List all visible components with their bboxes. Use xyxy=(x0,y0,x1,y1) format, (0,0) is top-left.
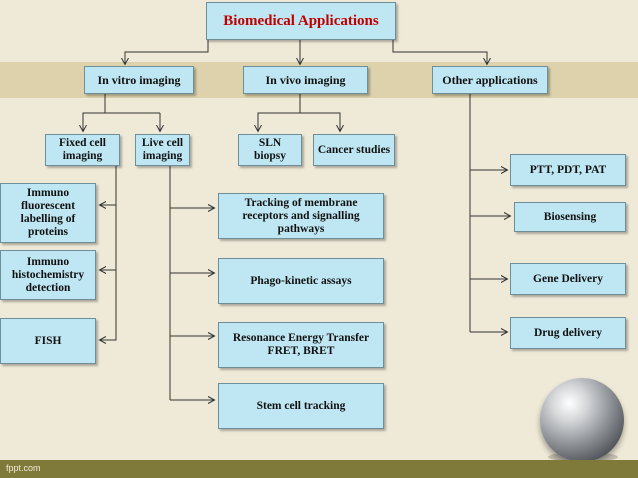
title-text: Biomedical Applications xyxy=(223,12,379,29)
phago-kinetic-box: Phago-kinetic assays xyxy=(218,258,384,304)
ptt-pdt-pat-box: PTT, PDT, PAT xyxy=(510,154,626,186)
fixed-cell-imaging-box: Fixed cell imaging xyxy=(45,134,120,166)
other-applications-box: Other applications xyxy=(432,66,548,94)
line-invivo-sub xyxy=(258,94,301,131)
in-vitro-imaging-box: In vitro imaging xyxy=(84,66,194,94)
cancer-studies-label: Cancer studies xyxy=(317,143,391,156)
biosensing-label: Biosensing xyxy=(543,210,597,223)
gene-delivery-box: Gene Delivery xyxy=(510,263,626,295)
immunohistochemistry-box: Immuno histochemistry detection xyxy=(0,250,96,300)
line-title-other xyxy=(392,38,487,64)
sln-biopsy-label: SLN biopsy xyxy=(254,137,286,162)
biosensing-box: Biosensing xyxy=(514,202,626,232)
phago-kinetic-label: Phago-kinetic assays xyxy=(250,274,352,287)
drug-delivery-label: Drug delivery xyxy=(533,326,603,339)
stem-cell-tracking-label: Stem cell tracking xyxy=(256,399,346,412)
live-cell-label: Live cell imaging xyxy=(141,137,184,162)
immunofluorescent-box: Immuno fluorescent labelling of proteins xyxy=(0,183,96,243)
line-invivo-cancer xyxy=(300,112,340,131)
resonance-energy-label: Resonance Energy Transfer FRET, BRET xyxy=(232,332,370,357)
footer-bar xyxy=(0,460,638,478)
immunofluorescent-label: Immuno fluorescent labelling of proteins xyxy=(20,187,76,238)
ptt-pdt-pat-label: PTT, PDT, PAT xyxy=(529,163,607,176)
line-fixed-vertical xyxy=(100,163,117,340)
fish-box: FISH xyxy=(0,318,96,364)
in-vitro-label: In vitro imaging xyxy=(97,72,181,87)
sln-biopsy-box: SLN biopsy xyxy=(238,134,302,166)
in-vivo-label: In vivo imaging xyxy=(265,72,346,87)
title-box: Biomedical Applications xyxy=(206,2,396,40)
cancer-studies-box: Cancer studies xyxy=(313,134,395,166)
fixed-cell-label: Fixed cell imaging xyxy=(59,137,106,162)
line-title-invitro xyxy=(125,38,209,64)
tracking-box: Tracking of membrane receptors and signa… xyxy=(218,193,384,239)
line-invitro-sub xyxy=(83,94,106,131)
immunohistochemistry-label: Immuno histochemistry detection xyxy=(11,255,85,294)
stem-cell-tracking-box: Stem cell tracking xyxy=(218,383,384,429)
live-cell-imaging-box: Live cell imaging xyxy=(135,134,190,166)
other-label: Other applications xyxy=(442,72,538,87)
drug-delivery-box: Drug delivery xyxy=(510,317,626,349)
footer-brand: fppt.com xyxy=(6,463,41,473)
fish-label: FISH xyxy=(34,334,62,347)
gene-delivery-label: Gene Delivery xyxy=(533,272,603,285)
globe-icon xyxy=(540,378,624,462)
tracking-label: Tracking of membrane receptors and signa… xyxy=(242,196,360,235)
in-vivo-imaging-box: In vivo imaging xyxy=(243,66,368,94)
resonance-energy-box: Resonance Energy Transfer FRET, BRET xyxy=(218,322,384,368)
